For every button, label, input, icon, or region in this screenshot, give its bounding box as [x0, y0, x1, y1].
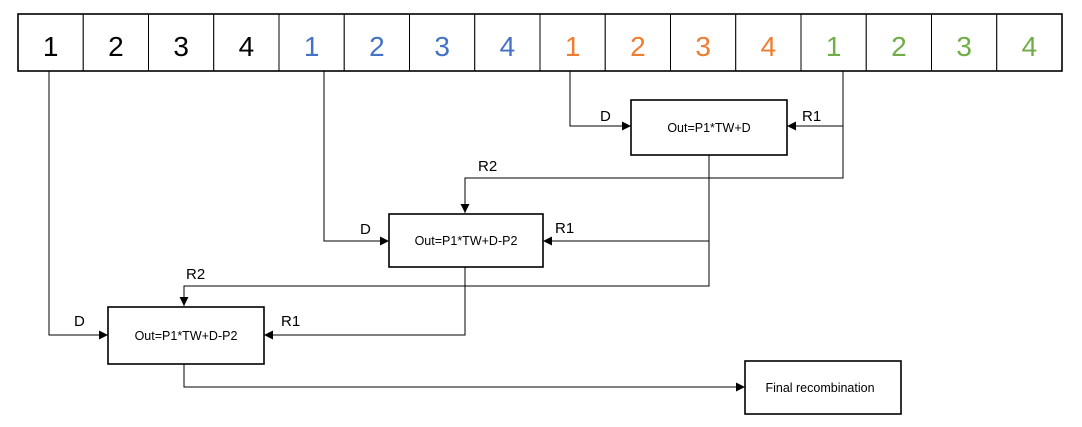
- register-cell-label: 4: [761, 31, 777, 62]
- register-cell-label: 2: [108, 31, 124, 62]
- label-d-stage3: D: [74, 313, 85, 330]
- register-cell-label: 1: [565, 31, 581, 62]
- register-cell: 3: [148, 13, 215, 72]
- stage3-box: Out=P1*TW+D-P2: [107, 306, 265, 365]
- input-register: 1 2 3 4 1 2 3 4 1 2 3 4 1 2 3 4: [17, 13, 1063, 72]
- wire-r1-stage3: [264, 267, 466, 340]
- register-cell-label: 4: [500, 31, 516, 62]
- register-cell: 4: [996, 13, 1063, 72]
- wire-d-stage3: [48, 71, 108, 340]
- register-cell-label: 3: [695, 31, 711, 62]
- register-cell-frame: [17, 13, 84, 72]
- label-r1-stage1: R1: [802, 108, 821, 125]
- register-cell-frame: [996, 13, 1063, 72]
- stage2-box: Out=P1*TW+D-P2: [388, 213, 544, 268]
- register-cell: 2: [82, 13, 149, 72]
- wire-d-stage2: [323, 71, 389, 246]
- stage3-formula: Out=P1*TW+D-P2: [135, 329, 238, 343]
- wire-stage3-final: [183, 364, 745, 392]
- stage2-formula: Out=P1*TW+D-P2: [415, 234, 518, 248]
- register-cell: 4: [735, 13, 802, 72]
- register-cell-label: 4: [239, 31, 255, 62]
- register-cell: 1: [17, 13, 84, 72]
- register-cell-label: 2: [630, 31, 646, 62]
- stage1-box: Out=P1*TW+D: [630, 99, 788, 156]
- register-cell-label: 1: [43, 31, 59, 62]
- register-cell: 1: [278, 13, 345, 72]
- label-r1-stage3: R1: [281, 313, 300, 330]
- register-cell-frame: [474, 13, 541, 72]
- register-cell-label: 3: [956, 31, 972, 62]
- stage1-formula: Out=P1*TW+D: [667, 121, 750, 135]
- register-cell-label: 2: [369, 31, 385, 62]
- register-cell: 1: [539, 13, 606, 72]
- label-r2-stage3: R2: [186, 266, 205, 283]
- register-cell: 3: [409, 13, 476, 72]
- wire-r2-stage2: [460, 126, 844, 213]
- register-cell-label: 1: [826, 31, 842, 62]
- register-cell-frame: [82, 13, 149, 72]
- register-cell: 2: [604, 13, 671, 72]
- register-cell-frame: [343, 13, 410, 72]
- final-recombination-box: Final recombination: [744, 360, 902, 415]
- wire-r2-stage3: [179, 241, 710, 306]
- register-cell: 3: [670, 13, 737, 72]
- register-cell-label: 3: [173, 31, 189, 62]
- register-cell-label: 1: [304, 31, 320, 62]
- register-cell-label: 3: [434, 31, 450, 62]
- wire-d-stage1: [569, 71, 631, 131]
- register-cell-frame: [604, 13, 671, 72]
- register-cell: 4: [213, 13, 280, 72]
- register-cell: 2: [343, 13, 410, 72]
- label-r1-stage2: R1: [555, 220, 574, 237]
- register-cell: 1: [800, 13, 867, 72]
- register-cell-label: 2: [891, 31, 907, 62]
- register-cell: 2: [865, 13, 932, 72]
- register-cell-label: 4: [1022, 31, 1038, 62]
- register-cell: 4: [474, 13, 541, 72]
- label-r2-stage2: R2: [478, 158, 497, 175]
- label-d-stage2: D: [360, 221, 371, 238]
- label-d-stage1: D: [600, 108, 611, 125]
- register-cell: 3: [931, 13, 998, 72]
- register-cell-frame: [735, 13, 802, 72]
- final-recombination-label: Final recombination: [765, 381, 874, 395]
- input-register-border: [17, 13, 1063, 72]
